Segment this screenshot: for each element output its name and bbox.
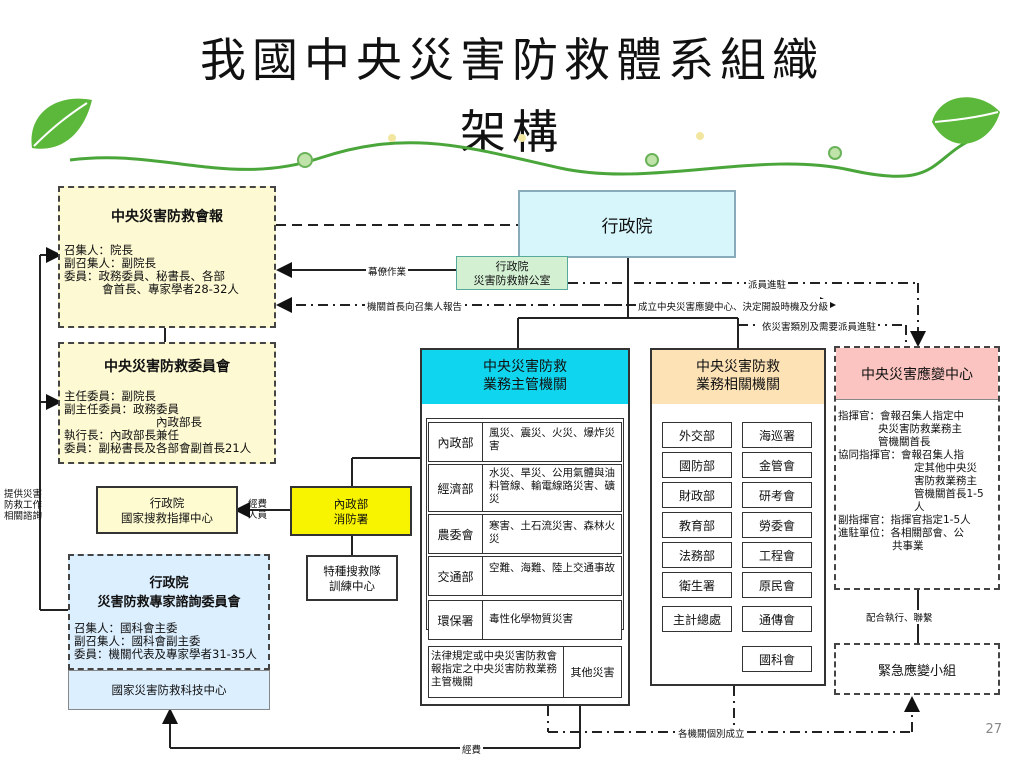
leaf-icon (932, 97, 1000, 144)
search-rescue-box: 行政院 國家搜救指揮中心 (96, 486, 238, 534)
list-item: 法務部 (662, 542, 732, 568)
competent-authorities-box: 中央災害防救 業務主管機關 內政部 風災、震災、火災、爆炸災害 經濟部 水災、旱… (420, 348, 630, 706)
list-item: 衛生署 (662, 572, 732, 598)
emergency-center-box: 中央災害應變中心 指揮官：會報召集人指定中 央災害防救業務主 管機關首長 協同指… (834, 346, 1000, 590)
tech-center-box: 國家災害防救科技中心 (68, 670, 270, 710)
expert-committee-box: 行政院 災害防救專家諮詢委員會 召集人：國科會主委 副召集人：國科會副主委 委員… (68, 554, 270, 670)
emergency-center-details: 指揮官：會報召集人指定中 央災害防救業務主 管機關首長 協同指揮官：會報召集人指… (838, 410, 984, 552)
executive-yuan-label: 行政院 (601, 216, 653, 237)
label-funds-staff: 經費人員 (248, 499, 268, 521)
table-row: 經濟部 水災、旱災、公用氣體與油料管線、輸電線路災害、礦災 (428, 464, 622, 512)
central-committee-title: 中央災害防救委員會 (104, 359, 230, 375)
central-council-box: 中央災害防救會報 召集人：院長 副召集人：副院長 委員：政務委員、秘書長、各部 … (58, 186, 276, 328)
list-item: 海巡署 (742, 422, 812, 448)
table-row: 內政部 風災、震災、火災、爆炸災害 (428, 422, 622, 462)
list-item: 通傳會 (742, 606, 812, 632)
response-team-box: 緊急應變小組 (834, 643, 1000, 695)
list-item: 教育部 (662, 512, 732, 538)
special-training-box: 特種搜救隊 訓練中心 (306, 555, 398, 601)
related-agencies-header: 中央災害防救 業務相關機關 (652, 350, 824, 404)
list-item: 勞委會 (742, 512, 812, 538)
table-row: 農委會 寒害、土石流災害、森林火災 (428, 514, 622, 554)
list-item: 外交部 (662, 422, 732, 448)
list-item: 工程會 (742, 542, 812, 568)
table-row: 法律規定或中央災害防救會報指定之中央災害防救業務主管機關 其他災害 (428, 646, 622, 698)
vine-decoration (69, 132, 976, 178)
list-item: 原民會 (742, 572, 812, 598)
label-cooperate: 配合執行、聯繫 (864, 610, 935, 624)
page-title: 我國中央災害防救體系組織 (200, 33, 824, 87)
label-advice: 提供災害防救工作相關諮詢 (4, 489, 43, 522)
label-establish: 成立中央災害應變中心、決定開設時機及分級 (636, 299, 831, 313)
list-item: 研考會 (742, 482, 812, 508)
label-each-agency: 各機關個別成立 (676, 726, 747, 740)
list-item: 國防部 (662, 452, 732, 478)
leaf-icon (31, 98, 92, 149)
list-item: 金管會 (742, 452, 812, 478)
page-number: 27 (985, 722, 1002, 737)
list-item: 國科會 (742, 646, 812, 672)
emergency-center-header: 中央災害應變中心 (836, 348, 998, 400)
related-agencies-box: 中央災害防救 業務相關機關 外交部 國防部 財政部 教育部 法務部 衛生署 主計… (650, 348, 826, 686)
label-dispatch: 派員進駐 (746, 277, 789, 291)
central-council-title: 中央災害防救會報 (111, 209, 223, 225)
label-report: 機關首長向召集人報告 (365, 299, 465, 313)
table-row: 交通部 空難、海難、陸上交通事故 (428, 556, 622, 596)
list-item: 財政部 (662, 482, 732, 508)
label-by-type: 依災害類別及需要派員進駐 (760, 319, 879, 333)
competent-authorities-header: 中央災害防救 業務主管機關 (422, 350, 628, 404)
executive-yuan-box: 行政院 (518, 190, 736, 258)
label-funds: 經費 (460, 742, 484, 756)
table-row: 環保署 毒性化學物質災害 (428, 600, 622, 640)
list-item: 主計總處 (662, 606, 732, 632)
label-staff-work: 幕僚作業 (366, 264, 409, 278)
disaster-office-box: 行政院 災害防救辦公室 (456, 256, 568, 290)
central-committee-box: 中央災害防救委員會 主任委員：副院長 副主任委員：政務委員 內政部長 執行長：內… (58, 342, 276, 464)
fire-agency-box: 內政部 消防署 (290, 486, 412, 536)
